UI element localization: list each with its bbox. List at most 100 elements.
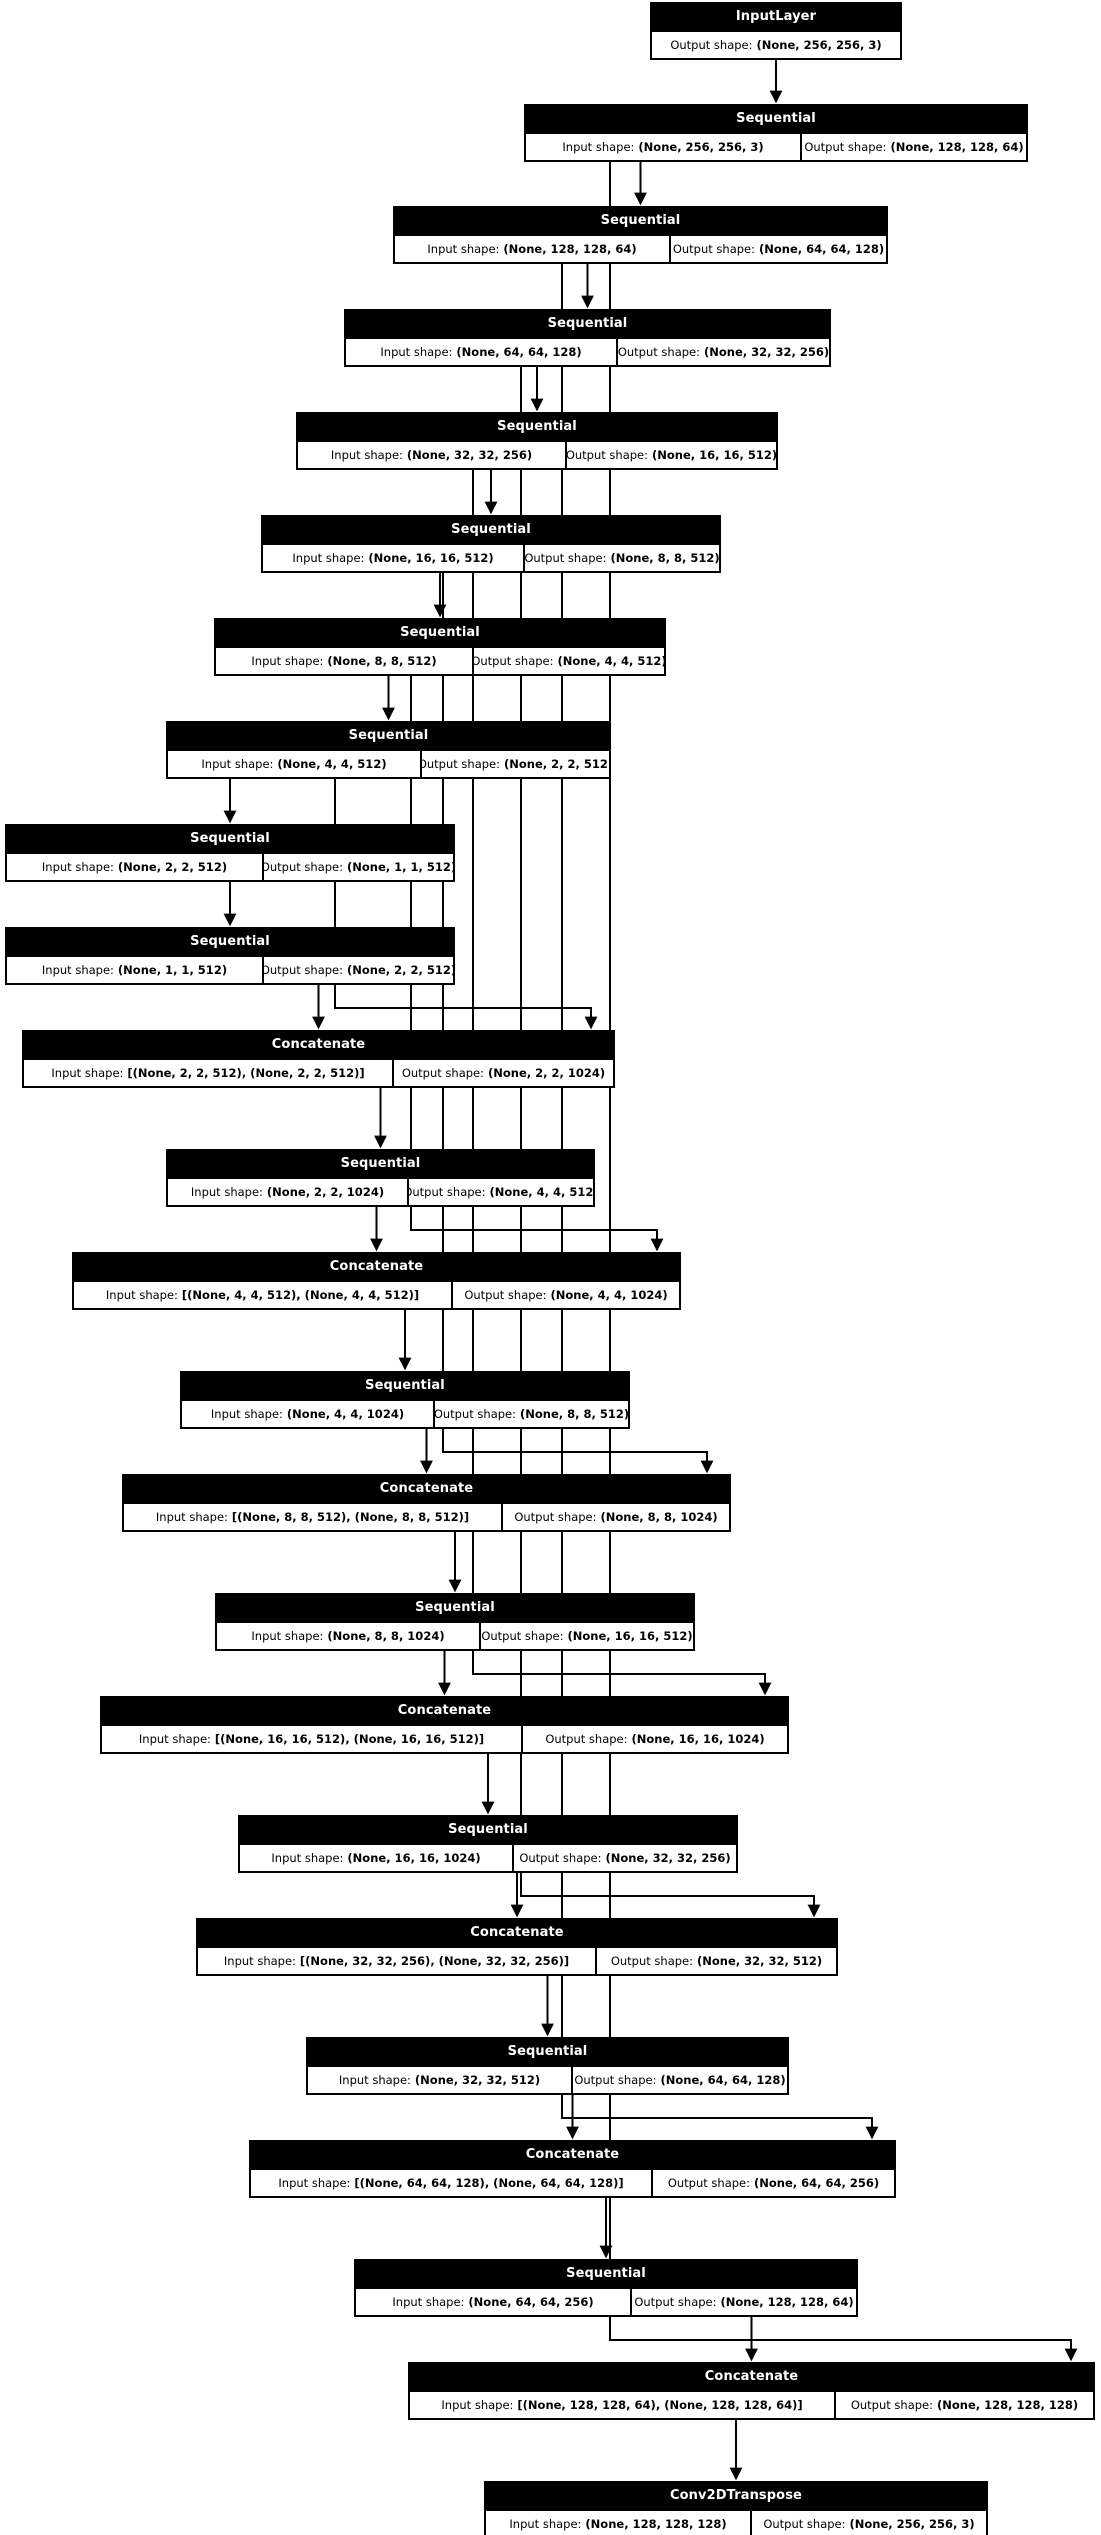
layer-node-shapes: Input shape:(None, 2, 2, 1024) Output sha… bbox=[168, 1177, 593, 1205]
input-shape-value: (None, 128, 128, 64) bbox=[503, 242, 637, 256]
input-shape-label: Input shape: bbox=[223, 1954, 296, 1968]
input-shape-label: Input shape: bbox=[41, 963, 114, 977]
layer-node-title: Concatenate bbox=[124, 1476, 729, 1502]
input-shape-value: (None, 128, 128, 128) bbox=[585, 2517, 727, 2531]
layer-node-shapes: Input shape:(None, 32, 32, 512)Output sh… bbox=[308, 2065, 787, 2093]
output-shape-value: (None, 128, 128, 64) bbox=[720, 2295, 854, 2309]
output-shape-label: Output shape: bbox=[617, 345, 701, 359]
output-shape-value: (None, 2, 2, 512) bbox=[347, 963, 453, 977]
output-shape-label: Output shape: bbox=[574, 2073, 657, 2087]
layer-node-shapes: Input shape:(None, 256, 256, 3) Output sh… bbox=[526, 132, 1026, 160]
layer-node-title: Sequential bbox=[346, 311, 829, 337]
output-shape-cell: Output shape:(None, 8, 8, 1024) bbox=[501, 1504, 729, 1530]
output-shape-value: (None, 4, 4, 512) bbox=[489, 1185, 593, 1199]
output-shape-value: (None, 256, 256, 3) bbox=[849, 2517, 975, 2531]
output-shape-label: Output shape: bbox=[481, 1629, 564, 1643]
input-shape-value: [(None, 2, 2, 512), (None, 2, 2, 512)] bbox=[127, 1066, 365, 1080]
layer-node-title: Sequential bbox=[298, 414, 776, 440]
layer-node-shapes: Input shape:(None, 128, 128, 128)Output … bbox=[486, 2509, 986, 2535]
output-shape-label: Output shape: bbox=[804, 140, 887, 154]
output-shape-value: (None, 2, 2, 1024) bbox=[488, 1066, 606, 1080]
output-shape-cell: Output shape:(None, 8, 8, 512) bbox=[433, 1401, 628, 1427]
layer-node-shapes: Input shape:(None, 16, 16, 1024)Output s… bbox=[240, 1843, 736, 1871]
input-shape-label: Input shape: bbox=[292, 551, 365, 565]
input-shape-label: Input shape: bbox=[210, 1407, 283, 1421]
output-shape-cell: Output shape:(None, 256, 256, 3) bbox=[750, 2511, 986, 2535]
input-shape-value: (None, 2, 2, 1024) bbox=[266, 1185, 385, 1199]
layer-node-shapes: Input shape:[(None, 2, 2, 512), (None, 2… bbox=[24, 1058, 613, 1086]
input-shape-value: [(None, 128, 128, 64), (None, 128, 128, … bbox=[517, 2398, 803, 2412]
output-shape-value: (None, 8, 8, 512) bbox=[520, 1407, 628, 1421]
output-shape-label: Output shape: bbox=[472, 654, 554, 668]
input-shape-cell: Input shape:(None, 8, 8, 1024) bbox=[217, 1623, 479, 1649]
input-shape-value: (None, 16, 16, 1024) bbox=[347, 1851, 481, 1865]
layer-node-title: Sequential bbox=[217, 1595, 693, 1621]
layer-node-shapes: Input shape:[(None, 64, 64, 128), (None,… bbox=[251, 2168, 894, 2196]
output-shape-label: Output shape: bbox=[610, 1954, 694, 1968]
input-shape-label: Input shape: bbox=[278, 2176, 351, 2190]
output-shape-cell: Output shape:(None, 4, 4, 512) bbox=[407, 1179, 593, 1205]
layer-node-title: Sequential bbox=[216, 620, 664, 646]
input-shape-cell: Input shape:(None, 128, 128, 64) bbox=[395, 236, 669, 262]
input-shape-cell: Input shape:(None, 32, 32, 512) bbox=[308, 2067, 571, 2093]
layer-node-title: Concatenate bbox=[102, 1698, 787, 1724]
input-shape-label: Input shape: bbox=[41, 860, 114, 874]
layer-node-shapes: Input shape:[(None, 32, 32, 256), (None,… bbox=[198, 1946, 836, 1974]
input-shape-label: Input shape: bbox=[201, 757, 274, 771]
output-shape-cell: Output shape:(None, 64, 64, 128) bbox=[571, 2067, 787, 2093]
layer-node-shapes: Input shape:[(None, 128, 128, 64), (None… bbox=[410, 2390, 1093, 2418]
layer-node-shapes: Input shape:[(None, 16, 16, 512), (None,… bbox=[102, 1724, 787, 1752]
output-shape-label: Output shape: bbox=[464, 1288, 547, 1302]
input-shape-value: [(None, 4, 4, 512), (None, 4, 4, 512)] bbox=[181, 1288, 420, 1302]
layer-node-title: Sequential bbox=[168, 1151, 593, 1177]
input-shape-value: [(None, 16, 16, 512), (None, 16, 16, 512… bbox=[214, 1732, 485, 1746]
input-shape-cell: Input shape:(None, 32, 32, 256) bbox=[298, 442, 565, 468]
layer-node-title: Sequential bbox=[7, 826, 453, 852]
input-shape-label: Input shape: bbox=[190, 1185, 263, 1199]
skip-edge-n7-to-n10 bbox=[334, 775, 598, 1030]
input-shape-label: Input shape: bbox=[562, 140, 635, 154]
input-shape-value: [(None, 32, 32, 256), (None, 32, 32, 256… bbox=[299, 1954, 570, 1968]
layer-node-title: Sequential bbox=[240, 1817, 736, 1843]
output-shape-value: (None, 64, 64, 128) bbox=[660, 2073, 786, 2087]
input-shape-label: Input shape: bbox=[380, 345, 453, 359]
layer-node-title: Sequential bbox=[263, 517, 719, 543]
layer-node-title: Sequential bbox=[395, 208, 886, 234]
input-shape-cell: Input shape:[(None, 4, 4, 512), (None, 4… bbox=[74, 1282, 451, 1308]
input-shape-label: Input shape: bbox=[392, 2295, 465, 2309]
layer-node-shapes: Input shape:(None, 128, 128, 64)Output s… bbox=[395, 234, 886, 262]
layer-node-title: Concatenate bbox=[251, 2142, 894, 2168]
input-shape-value: (None, 32, 32, 256) bbox=[406, 448, 533, 462]
input-shape-label: Input shape: bbox=[338, 2073, 411, 2087]
layer-node-shapes: Input shape:(None, 16, 16, 512)Output sh… bbox=[263, 543, 719, 571]
output-shape-value: (None, 2, 2, 512) bbox=[504, 757, 609, 771]
output-shape-label: Output shape: bbox=[524, 551, 607, 565]
output-shape-cell: Output shape:(None, 16, 16, 512) bbox=[479, 1623, 693, 1649]
input-shape-value: (None, 2, 2, 512) bbox=[117, 860, 228, 874]
output-shape-cell: Output shape:(None, 128, 128, 128) bbox=[834, 2392, 1093, 2418]
output-shape-label: Output shape: bbox=[634, 2295, 717, 2309]
output-shape-cell: Output shape:(None, 128, 128, 64) bbox=[630, 2289, 856, 2315]
input-shape-cell: Input shape:[(None, 2, 2, 512), (None, 2… bbox=[24, 1060, 392, 1086]
output-shape-cell: Output shape:(None, 64, 64, 256) bbox=[651, 2170, 894, 2196]
input-shape-cell: Input shape:(None, 256, 256, 3) bbox=[526, 134, 800, 160]
skip-edge-n3-to-n18 bbox=[520, 363, 821, 1918]
input-shape-label: Input shape: bbox=[251, 654, 324, 668]
layer-node-title: Concatenate bbox=[74, 1254, 679, 1280]
output-shape-value: (None, 32, 32, 256) bbox=[704, 345, 829, 359]
input-shape-cell: Input shape:[(None, 32, 32, 256), (None,… bbox=[198, 1948, 595, 1974]
